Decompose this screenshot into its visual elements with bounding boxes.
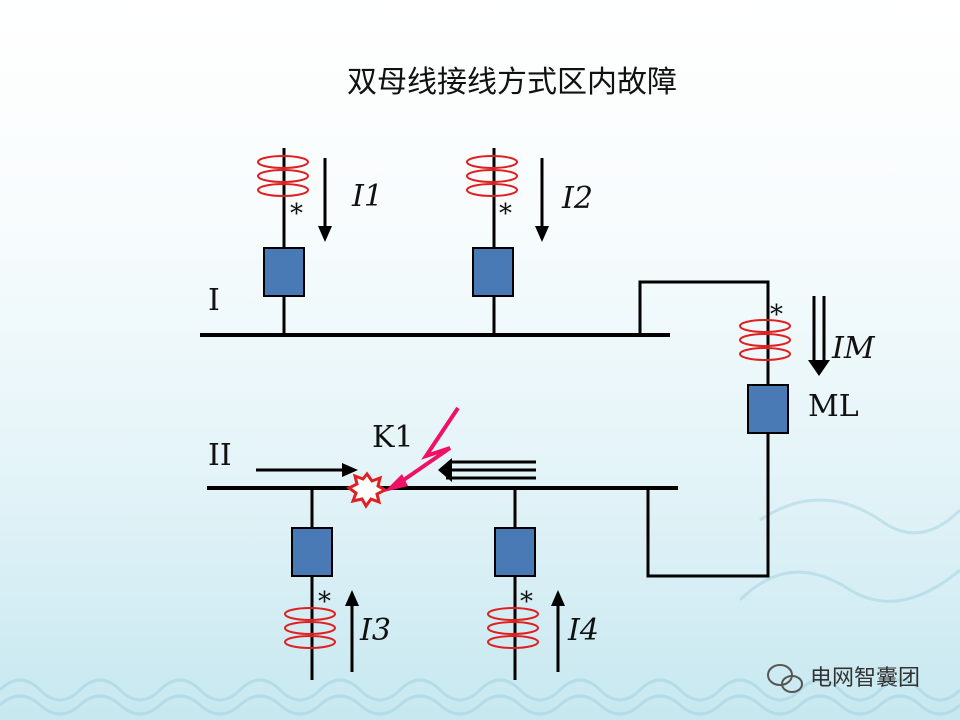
polarity-mark-2: * <box>499 199 512 229</box>
feeder-1: * I1 <box>257 148 383 335</box>
wechat-icon <box>767 664 803 693</box>
breaker-1 <box>263 247 305 297</box>
ct-coil-4 <box>487 607 539 649</box>
breaker-2 <box>472 247 514 297</box>
fault-star <box>346 471 389 509</box>
polarity-mark-3: * <box>318 587 331 617</box>
polarity-mark-coupler: * <box>770 300 783 330</box>
bus-1-label: I <box>208 283 220 318</box>
fault-k1: K1 <box>346 406 460 509</box>
label-i4: I4 <box>567 613 599 648</box>
breaker-4 <box>494 527 536 577</box>
label-i3: I3 <box>359 613 391 648</box>
ct-coil-3 <box>284 607 336 649</box>
polarity-mark-1: * <box>290 199 303 229</box>
label-i1: I1 <box>351 179 383 214</box>
fault-current-arrows <box>256 458 536 482</box>
arrow-i4-head <box>551 590 565 606</box>
arrow-im-head <box>808 360 830 376</box>
feeder-4: * I4 <box>487 488 599 680</box>
label-i2: I2 <box>561 181 593 216</box>
polarity-mark-4: * <box>520 587 533 617</box>
feeder-2: * I2 <box>466 148 593 335</box>
ct-coil-2 <box>466 155 518 197</box>
ct-coil-coupler <box>739 319 791 361</box>
lightning-bolt-icon <box>390 406 460 490</box>
arrow-left-incoming-head <box>342 463 358 477</box>
coupler-breaker <box>747 384 789 434</box>
arrow-i3-head <box>345 590 359 606</box>
arrow-right-incoming-head <box>438 458 452 482</box>
label-im: IM <box>831 331 876 366</box>
ct-coil-1 <box>257 155 309 197</box>
watermark: 电网智囊团 <box>767 664 920 693</box>
fault-label: K1 <box>372 420 414 455</box>
feeder-3: * I3 <box>284 488 391 680</box>
arrow-i1-head <box>318 226 332 242</box>
breaker-3 <box>291 527 333 577</box>
bus-2-label: II <box>208 438 232 473</box>
bus-coupler: * IM ML <box>638 280 876 578</box>
page-title: 双母线接线方式区内故障 <box>347 65 677 100</box>
watermark-text: 电网智囊团 <box>810 666 920 691</box>
lightning-bolt-tip <box>384 474 408 492</box>
label-ml: ML <box>808 389 859 424</box>
arrow-i2-head <box>535 226 549 242</box>
